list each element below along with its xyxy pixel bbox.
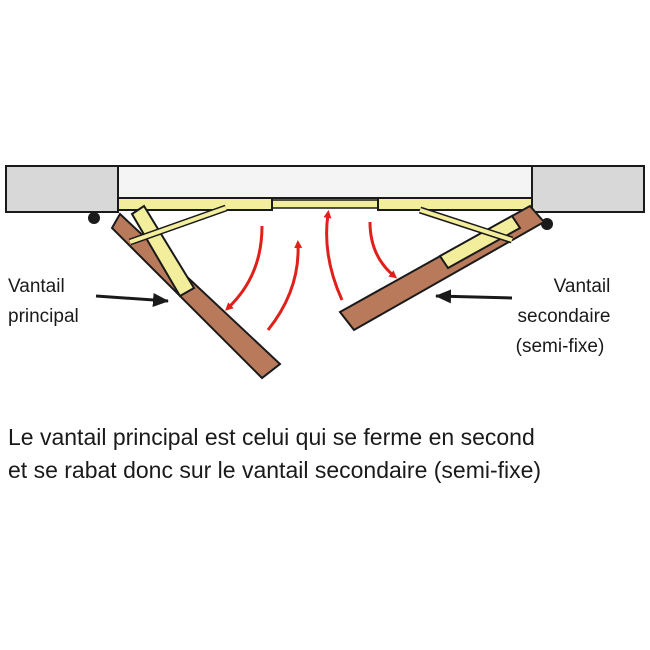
door-opening — [117, 165, 533, 199]
pointer-arrow-main-leaf — [95, 292, 169, 307]
main-leaf-label-line1: Vantail — [8, 276, 65, 297]
arrow-main-leaf-opening — [225, 225, 264, 311]
closed-rebate-right — [377, 197, 533, 211]
main-leaf-stay-arm-fill — [129, 206, 227, 244]
secondary-leaf-label-line2: secondaire — [518, 306, 611, 327]
motion-arrows — [225, 210, 398, 331]
threshold-strip — [271, 199, 379, 209]
wall-left — [5, 165, 119, 213]
hinge-left — [88, 212, 100, 224]
caption-line-1: Le vantail principal est celui qui se fe… — [8, 424, 535, 450]
arrow-main-leaf-closing — [266, 240, 303, 331]
pointer-arrow-secondary-leaf — [435, 289, 513, 304]
closed-rebate-left — [117, 197, 273, 211]
main-leaf-label-line2: principal — [8, 306, 79, 327]
main-leaf-rebate — [130, 204, 196, 298]
caption-line-2: et se rabat donc sur le vantail secondai… — [8, 457, 542, 483]
main-leaf — [110, 204, 282, 380]
secondary-leaf-stay-arm-fill — [419, 208, 513, 242]
wall-right — [531, 165, 645, 213]
wall-frame — [5, 165, 645, 213]
main-leaf-panel — [110, 212, 282, 380]
secondary-leaf-label-line1: Vantail — [554, 276, 611, 297]
secondary-leaf — [338, 204, 546, 332]
arrow-secondary-leaf-opening — [368, 221, 398, 279]
secondary-leaf-label-line3: (semi-fixe) — [516, 336, 605, 357]
arrow-secondary-leaf-closing — [323, 210, 344, 301]
